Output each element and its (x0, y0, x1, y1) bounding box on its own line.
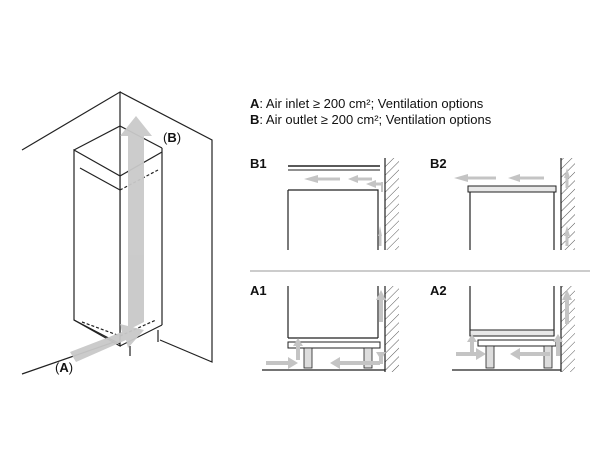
right-wall (119, 91, 213, 363)
legend: A: Air inlet ≥ 200 cm²; Ventilation opti… (250, 96, 491, 128)
cabinet-niche-drawing (21, 90, 213, 375)
label-a-key: A (59, 360, 69, 375)
panel-b1-drawing (287, 158, 399, 250)
paren-close: ) (68, 360, 74, 375)
inlet-arrow (70, 324, 144, 362)
panel-a2-drawing (452, 286, 575, 372)
panel-a1-drawing (262, 286, 399, 372)
cabinet-label-b: (B) (163, 130, 181, 145)
legend-key-b: B (250, 112, 260, 127)
panel-label-a1: A1 (250, 283, 267, 298)
outlet-arrow (120, 116, 152, 330)
panel-label-b2: B2 (430, 156, 447, 171)
paren-close: ) (176, 130, 182, 145)
cabinet-airflow-arrows (70, 116, 152, 362)
label-b-key: B (167, 130, 177, 145)
cabinet-front (73, 148, 121, 348)
paren-open: ( (163, 130, 168, 145)
panel-label-a2: A2 (430, 283, 447, 298)
legend-text-b: : Air outlet ≥ 200 cm²; Ventilation opti… (259, 112, 492, 127)
legend-text-a: : Air inlet ≥ 200 cm²; Ventilation optio… (259, 96, 484, 111)
legend-row-a: A: Air inlet ≥ 200 cm²; Ventilation opti… (250, 96, 491, 112)
legend-key-a: A (250, 96, 260, 111)
panel-b2-drawing (454, 158, 575, 250)
panel-label-b1: B1 (250, 156, 267, 171)
cabinet-label-a: (A) (55, 360, 73, 375)
paren-open: ( (55, 360, 60, 375)
legend-row-b: B: Air outlet ≥ 200 cm²; Ventilation opt… (250, 112, 491, 128)
